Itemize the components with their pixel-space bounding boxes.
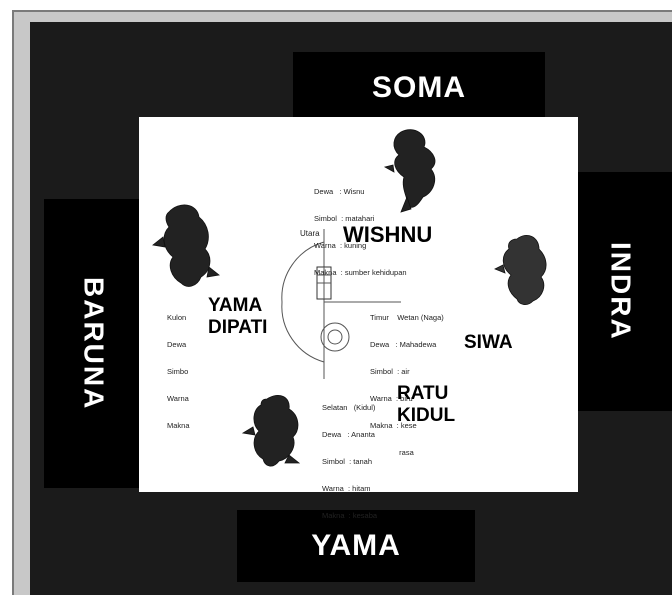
east-label: INDRA xyxy=(607,242,635,341)
east-info-line: rasa xyxy=(370,448,444,457)
east-god-label: SIWA xyxy=(464,332,513,354)
north-info-line: Dewa : Wisnu xyxy=(314,187,407,196)
south-god-label: RATU KIDUL xyxy=(397,383,455,427)
compass-sheet: Dewa : Wisnu Simbol : matahari Warna : k… xyxy=(139,117,578,492)
south-god-line: RATU xyxy=(397,383,455,405)
west-info-line: Simbo xyxy=(167,367,190,376)
west-god-line: YAMA xyxy=(208,295,267,317)
north-label-box: SOMA xyxy=(293,52,545,124)
east-info-line: Timur Wetan (Naga) xyxy=(370,313,444,322)
east-info-line: Dewa : Mahadewa xyxy=(370,340,444,349)
east-info-line: Simbol : air xyxy=(370,367,444,376)
south-info-line: Warna : hitam xyxy=(322,484,377,493)
south-info-line: Makna : kesaba xyxy=(322,511,377,520)
south-info-line: Dewa : Ananta xyxy=(322,430,377,439)
south-info: Selatan (Kidul) Dewa : Ananta Simbol : t… xyxy=(322,385,377,538)
wayang-east-icon xyxy=(495,235,546,304)
west-god-label: YAMA DIPATI xyxy=(208,295,267,339)
west-info-line: Makna xyxy=(167,421,190,430)
utara-label: Utara xyxy=(300,229,320,238)
east-label-box: INDRA xyxy=(569,172,672,411)
west-label-box: BARUNA xyxy=(44,199,143,488)
west-info: Kulon Dewa Simbo Warna Makna xyxy=(167,295,190,448)
wayang-south-icon xyxy=(243,395,299,466)
south-info-line: Selatan (Kidul) xyxy=(322,403,377,412)
west-info-line: Dewa xyxy=(167,340,190,349)
west-label: BARUNA xyxy=(80,277,108,410)
south-god-line: KIDUL xyxy=(397,405,455,427)
west-info-line: Warna xyxy=(167,394,190,403)
wayang-west-icon xyxy=(153,205,219,286)
north-info-line: Makna : sumber kehidupan xyxy=(314,268,407,277)
west-info-line: Kulon xyxy=(167,313,190,322)
north-label: SOMA xyxy=(372,71,466,105)
west-god-line: DIPATI xyxy=(208,317,267,339)
north-god-label: WISHNU xyxy=(343,222,432,247)
south-info-line: Simbol : tanah xyxy=(322,457,377,466)
